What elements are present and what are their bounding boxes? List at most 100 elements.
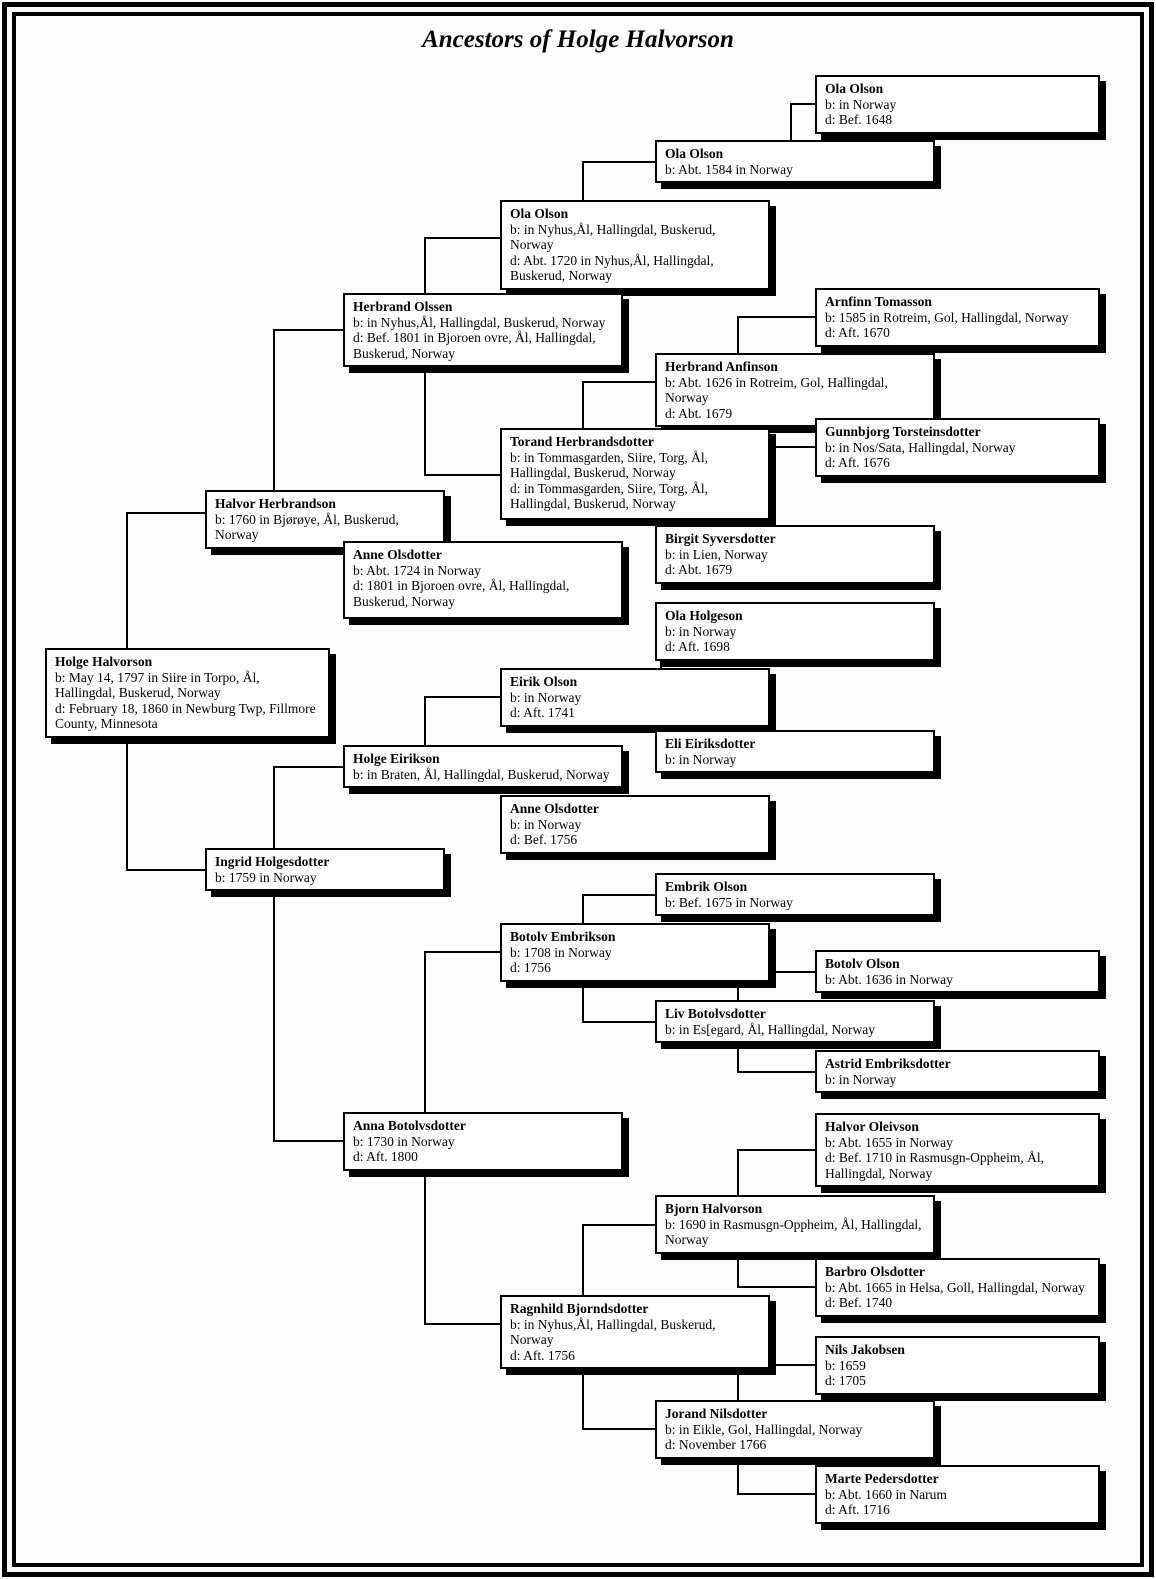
connector-eirik-olson-to-ola-holgeson <box>660 658 662 668</box>
person-name: Ola Olson <box>825 81 884 96</box>
connector-ingrid-holgesdotter-to-holge-eirikson <box>273 766 275 848</box>
connector-ingrid-holgesdotter-to-anna-botolvsdotter <box>273 1140 343 1142</box>
person-detail: d: Bef. 1801 in Bjoroen ovre, Ål, Hallin… <box>353 330 596 361</box>
connector-herbrand-anfinson-to-arnfinn-tomasson <box>737 316 739 353</box>
person-name: Halvor Oleivson <box>825 1119 919 1134</box>
person-name: Ola Olson <box>510 206 569 221</box>
person-name: Botolv Olson <box>825 956 900 971</box>
person-name: Astrid Embriksdotter <box>825 1056 951 1071</box>
person-name: Holge Eirikson <box>353 751 440 766</box>
connector-holge-halvorson-to-ingrid-holgesdotter <box>126 738 128 869</box>
person-name: Herbrand Anfinson <box>665 359 778 374</box>
connector-bjorn-halvorson-to-halvor-oleivson <box>737 1149 739 1195</box>
connector-torand-herbrandsdotter-to-herbrand-anfinson <box>582 381 584 428</box>
connector-herbrand-olssen-to-torand-herbrandsdotter <box>424 474 500 476</box>
connector-jorand-nilsdotter-to-marte-pedersdotter <box>737 1493 815 1495</box>
person-name: Gunnbjorg Torsteinsdotter <box>825 424 981 439</box>
person-name: Anne Olsdotter <box>510 801 599 816</box>
connector-anna-botolvsdotter-to-botolv-embrikson <box>424 951 500 953</box>
person-detail: b: in Norway <box>825 96 897 112</box>
person-name: Arnfinn Tomasson <box>825 294 932 309</box>
person-detail: d: Aft. 1670 <box>825 325 890 340</box>
person-detail: b: in Norway <box>665 623 737 639</box>
person-name: Bjorn Halvorson <box>665 1201 763 1216</box>
person-detail: b: in Norway <box>510 816 582 832</box>
connector-halvor-herbrandson-to-herbrand-olssen <box>273 329 343 331</box>
person-name: Torand Herbrandsdotter <box>510 434 654 449</box>
connector-herbrand-olssen-to-ola-olson-gen2 <box>424 237 426 293</box>
person-detail: d: Aft. 1741 <box>510 705 575 720</box>
connector-holge-eirikson-to-eirik-olson <box>424 696 426 745</box>
person-detail: d: Aft. 1676 <box>825 455 890 470</box>
person-detail: b: Abt. 1665 in Helsa, Goll, Hallingdal,… <box>825 1279 1085 1295</box>
person-detail: b: Abt. 1655 in Norway <box>825 1134 953 1150</box>
connector-botolv-embrikson-to-embrik-olson <box>582 894 584 923</box>
person-detail: d: Bef. 1648 <box>825 112 893 127</box>
person-detail: d: Bef. 1740 <box>825 1295 893 1310</box>
person-detail: d: Aft. 1698 <box>665 639 730 654</box>
connector-botolv-embrikson-to-liv-botolvsdotter <box>582 1021 655 1023</box>
connector-jorand-nilsdotter-to-nils-jakobsen <box>737 1364 815 1366</box>
person-name: Marte Pedersdotter <box>825 1471 939 1486</box>
connector-ola-olson-gen2-to-ola-olson-gen3 <box>582 161 655 163</box>
person-detail: d: November 1766 <box>665 1437 767 1452</box>
person-detail: d: Abt. 1679 <box>665 405 733 421</box>
person-detail: b: 1730 in Norway <box>353 1133 455 1149</box>
person-name: Nils Jakobsen <box>825 1342 905 1357</box>
connector-ola-olson-gen3-to-ola-olson-gen4 <box>790 103 815 105</box>
person-name: Ola Holgeson <box>665 608 743 623</box>
connector-jorand-nilsdotter-to-marte-pedersdotter <box>737 1456 739 1493</box>
connector-botolv-embrikson-to-liv-botolvsdotter <box>582 978 584 1021</box>
person-detail: b: in Norway <box>510 689 582 705</box>
person-detail: b: in Nos/Sata, Hallingdal, Norway <box>825 439 1016 455</box>
person-detail: b: in Es[egard, Ål, Hallingdal, Norway <box>665 1021 875 1037</box>
connector-anna-botolvsdotter-to-botolv-embrikson <box>424 951 426 1112</box>
person-detail: d: Aft. 1756 <box>510 1347 575 1363</box>
person-detail: b: Abt. 1626 in Rotreim, Gol, Hallingdal… <box>665 374 888 406</box>
person-detail: d: Bef. 1756 <box>510 832 578 847</box>
connector-holge-halvorson-to-halvor-herbrandson <box>126 512 205 514</box>
connector-ragnhild-bjorndsdotter-to-jorand-nilsdotter <box>582 1428 655 1430</box>
person-detail: b: 1759 in Norway <box>215 869 317 885</box>
person-name: Halvor Herbrandson <box>215 496 336 511</box>
person-name: Jorand Nilsdotter <box>665 1406 768 1421</box>
connector-liv-botolvsdotter-to-astrid-embriksdotter <box>737 1043 739 1071</box>
connector-ragnhild-bjorndsdotter-to-bjorn-halvorson <box>582 1224 655 1226</box>
connector-torand-herbrandsdotter-to-herbrand-anfinson <box>582 381 655 383</box>
person-name: Ola Olson <box>665 146 724 161</box>
connector-holge-eirikson-to-eirik-olson <box>424 696 500 698</box>
person-detail: d: Bef. 1710 in Rasmusgn-Oppheim, Ål, Ha… <box>825 1150 1044 1181</box>
person-detail: d: February 18, 1860 in Newburg Twp, Fil… <box>55 700 316 732</box>
connector-liv-botolvsdotter-to-botolv-olson <box>737 971 815 973</box>
person-name: Birgit Syversdotter <box>665 531 776 546</box>
connector-ola-olson-gen3-to-ola-olson-gen4 <box>790 103 792 140</box>
connector-ragnhild-bjorndsdotter-to-jorand-nilsdotter <box>582 1352 584 1428</box>
person-name: Holge Halvorson <box>55 654 153 669</box>
person-detail: b: in Norway <box>665 751 737 767</box>
connector-anna-botolvsdotter-to-ragnhild-bjorndsdotter <box>424 1323 500 1325</box>
connector-holge-halvorson-to-ingrid-holgesdotter <box>126 869 205 871</box>
connector-anna-botolvsdotter-to-ragnhild-bjorndsdotter <box>424 1169 426 1323</box>
connector-herbrand-olssen-to-ola-olson-gen2 <box>424 237 500 239</box>
person-detail: d: Abt. 1679 <box>665 562 733 577</box>
person-detail: d: Abt. 1720 in Nyhus,Ål, Hallingdal, Bu… <box>510 252 714 284</box>
person-detail: d: 1756 <box>510 960 551 975</box>
person-name: Eirik Olson <box>510 674 578 689</box>
person-detail: b: May 14, 1797 in Siire in Torpo, Ål, H… <box>55 669 260 701</box>
